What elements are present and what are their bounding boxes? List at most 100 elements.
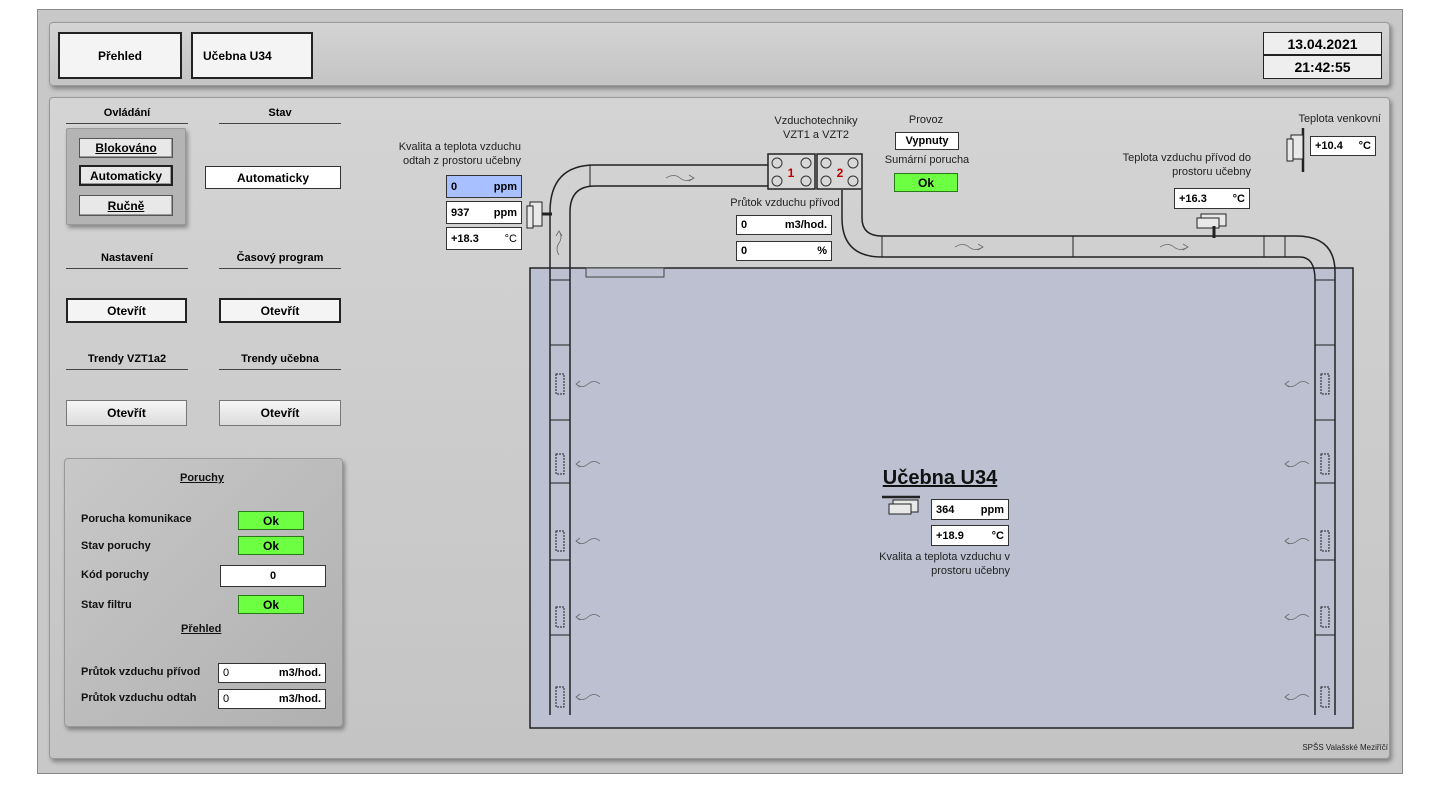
value: 364 <box>936 503 955 516</box>
exhaust-quality-label: Kvalita a teplota vzduchu odtah z prostor… <box>366 140 521 168</box>
trends-room-heading: Trendy učebna <box>219 353 341 370</box>
flow-arrow <box>575 380 601 388</box>
supply-flow-scheme-label: Průtok vzduchu přívod <box>730 197 840 209</box>
unit: °C <box>991 529 1004 542</box>
state-value: Automaticky <box>205 166 341 189</box>
overview-link[interactable]: Přehled <box>181 623 222 635</box>
unit: °C <box>1232 192 1245 205</box>
unit: m3/hod. <box>278 667 321 679</box>
exhaust-grille <box>555 373 565 395</box>
supply-temp-label: Teplota vzduchu přívod do prostoru učebny <box>1085 151 1251 179</box>
fault-code-label: Kód poruchy <box>81 569 149 581</box>
value: 0 <box>223 667 230 679</box>
exhaust-duct <box>549 164 768 715</box>
fault-state-label: Stav poruchy <box>81 540 151 552</box>
flow-arrow <box>575 693 601 701</box>
date-display: 13.04.2021 <box>1263 32 1382 55</box>
settings-open-button[interactable]: Otevřít <box>66 298 187 323</box>
faults-title: Poruchy <box>180 472 225 484</box>
line-2: VZT1 a VZT2 <box>782 129 850 141</box>
exhaust-sensor-icon <box>526 201 552 229</box>
exhaust-ppm1-value: 0 ppm <box>446 175 522 198</box>
exhaust-grille <box>1320 530 1330 552</box>
ahu-unit-2 <box>816 153 863 190</box>
comm-fault-label: Porucha komunikace <box>81 513 192 525</box>
fault-state-status: Ok <box>238 536 304 555</box>
unit: °C <box>1358 140 1371 152</box>
flow-arrow <box>575 460 601 468</box>
line-2: prostoru učebny <box>1172 166 1251 178</box>
supply-temp-value: +16.3 °C <box>1174 188 1250 209</box>
unit: ppm <box>493 206 517 219</box>
supply-pct-value: 0% <box>736 241 832 261</box>
mode-manual-button[interactable]: Ručně <box>79 195 173 216</box>
line-2: odtah z prostoru učebny <box>402 155 521 167</box>
trends-room-open-button[interactable]: Otevřít <box>219 400 341 426</box>
outdoor-temp-label: Teplota venkovní <box>1298 113 1381 125</box>
mode-auto-button[interactable]: Automaticky <box>79 165 173 186</box>
room-temp-value: +18.9 °C <box>931 525 1009 546</box>
exhaust-grille <box>1320 453 1330 475</box>
line-1: Teplota vzduchu přívod do <box>1122 152 1251 164</box>
mode-blocked-button[interactable]: Blokováno <box>79 138 173 158</box>
exhaust-grille <box>1320 373 1330 395</box>
filter-state-status: Ok <box>238 595 304 614</box>
exhaust-grille <box>1320 606 1330 628</box>
trends-vzt-open-button[interactable]: Otevřít <box>66 400 187 426</box>
exhaust-grille <box>555 686 565 708</box>
flow-arrow <box>1284 613 1310 621</box>
value: +18.9 <box>936 529 964 542</box>
value: 0 <box>451 180 458 193</box>
supply-flow-value: 0 m3/hod. <box>218 663 326 683</box>
value: 0 <box>741 245 748 257</box>
exhaust-grille <box>555 453 565 475</box>
exhaust-grille <box>555 606 565 628</box>
value: +16.3 <box>1179 192 1207 205</box>
state-heading: Stav <box>219 107 341 124</box>
classroom-area <box>529 267 1354 729</box>
schedule-heading: Časový program <box>219 252 341 269</box>
fault-code-value: 0 <box>220 565 326 587</box>
tab-room-u34[interactable]: Učebna U34 <box>191 32 313 79</box>
value: +10.4 <box>1315 140 1343 152</box>
room-quality-label: Kvalita a teplota vzduchu v prostoru učeb… <box>840 550 1010 578</box>
line-1: Vzduchotechniky <box>774 115 858 127</box>
flow-arrows <box>555 174 1189 256</box>
outdoor-sensor-icon <box>1286 128 1305 172</box>
flow-arrow <box>1284 380 1310 388</box>
ahu-unit-1 <box>767 153 816 190</box>
tab-overview[interactable]: Přehled <box>58 32 182 79</box>
supply-flow-label: Průtok vzduchu přívod <box>81 666 201 678</box>
exhaust-flow-label: Průtok vzduchu odtah <box>81 692 197 704</box>
unit: % <box>817 245 827 257</box>
exhaust-grille <box>1320 686 1330 708</box>
window-sill <box>585 267 665 278</box>
value: 937 <box>451 206 470 219</box>
line-1: Kvalita a teplota vzduchu <box>398 141 521 153</box>
unit: ppm <box>493 180 517 193</box>
line-1: Kvalita a teplota vzduchu v <box>879 551 1010 563</box>
room-title: Učebna U34 <box>882 467 998 489</box>
control-heading: Ovládání <box>66 107 188 124</box>
value: 0 <box>741 219 748 231</box>
exhaust-grille <box>555 530 565 552</box>
exhaust-ppm2-value: 937 ppm <box>446 201 522 224</box>
outdoor-temp-value: +10.4 °C <box>1310 136 1376 156</box>
unit: m3/hod. <box>278 693 321 705</box>
flow-arrow <box>1284 693 1310 701</box>
comm-fault-status: Ok <box>238 511 304 530</box>
sum-fault-label: Sumární porucha <box>884 154 970 166</box>
fan-icons <box>771 157 859 187</box>
time-display: 21:42:55 <box>1263 55 1382 79</box>
room-ppm-value: 364 ppm <box>931 499 1009 520</box>
schedule-open-button[interactable]: Otevřít <box>219 298 341 323</box>
ahu-2-number: 2 <box>837 166 844 180</box>
flow-arrow <box>575 613 601 621</box>
supply-sensor-icon <box>1196 213 1227 238</box>
unit: ppm <box>980 503 1004 516</box>
line-2: prostoru učebny <box>931 565 1010 577</box>
